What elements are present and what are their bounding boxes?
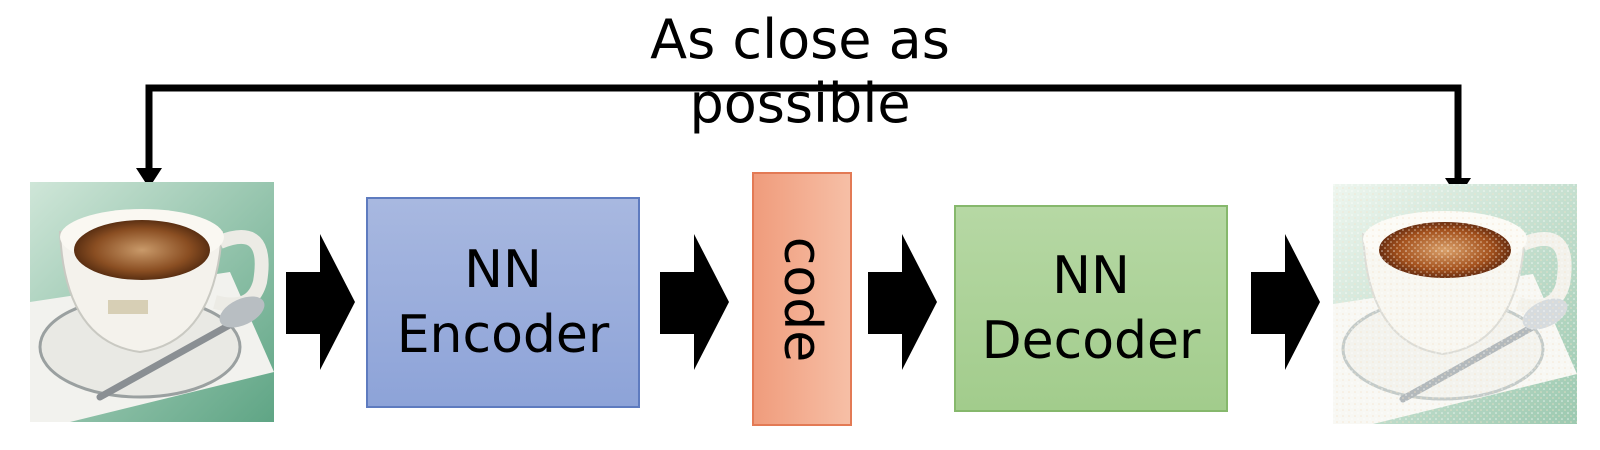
decoder-label-line1: NN <box>1052 245 1130 306</box>
comparison-bracket <box>145 84 1462 190</box>
arrow-input-to-encoder <box>286 234 355 370</box>
encoder-label-line1: NN <box>464 239 542 300</box>
code-box: code <box>752 172 852 426</box>
arrowhead-to-input <box>136 168 162 188</box>
encoder-label-line2: Encoder <box>396 304 610 365</box>
output-cup-picture <box>1333 184 1577 424</box>
input-image <box>30 182 274 422</box>
nn-decoder-box: NN Decoder <box>954 205 1228 412</box>
diagram-title: As close as possible <box>650 8 950 135</box>
arrow-encoder-to-code <box>660 234 729 370</box>
arrow-decoder-to-output <box>1251 234 1320 370</box>
output-image <box>1333 184 1577 424</box>
code-label: code <box>772 236 833 362</box>
arrow-code-to-decoder <box>868 234 937 370</box>
decoder-label-line2: Decoder <box>981 310 1201 371</box>
input-cup-picture <box>30 182 274 422</box>
nn-encoder-box: NN Encoder <box>366 197 640 408</box>
